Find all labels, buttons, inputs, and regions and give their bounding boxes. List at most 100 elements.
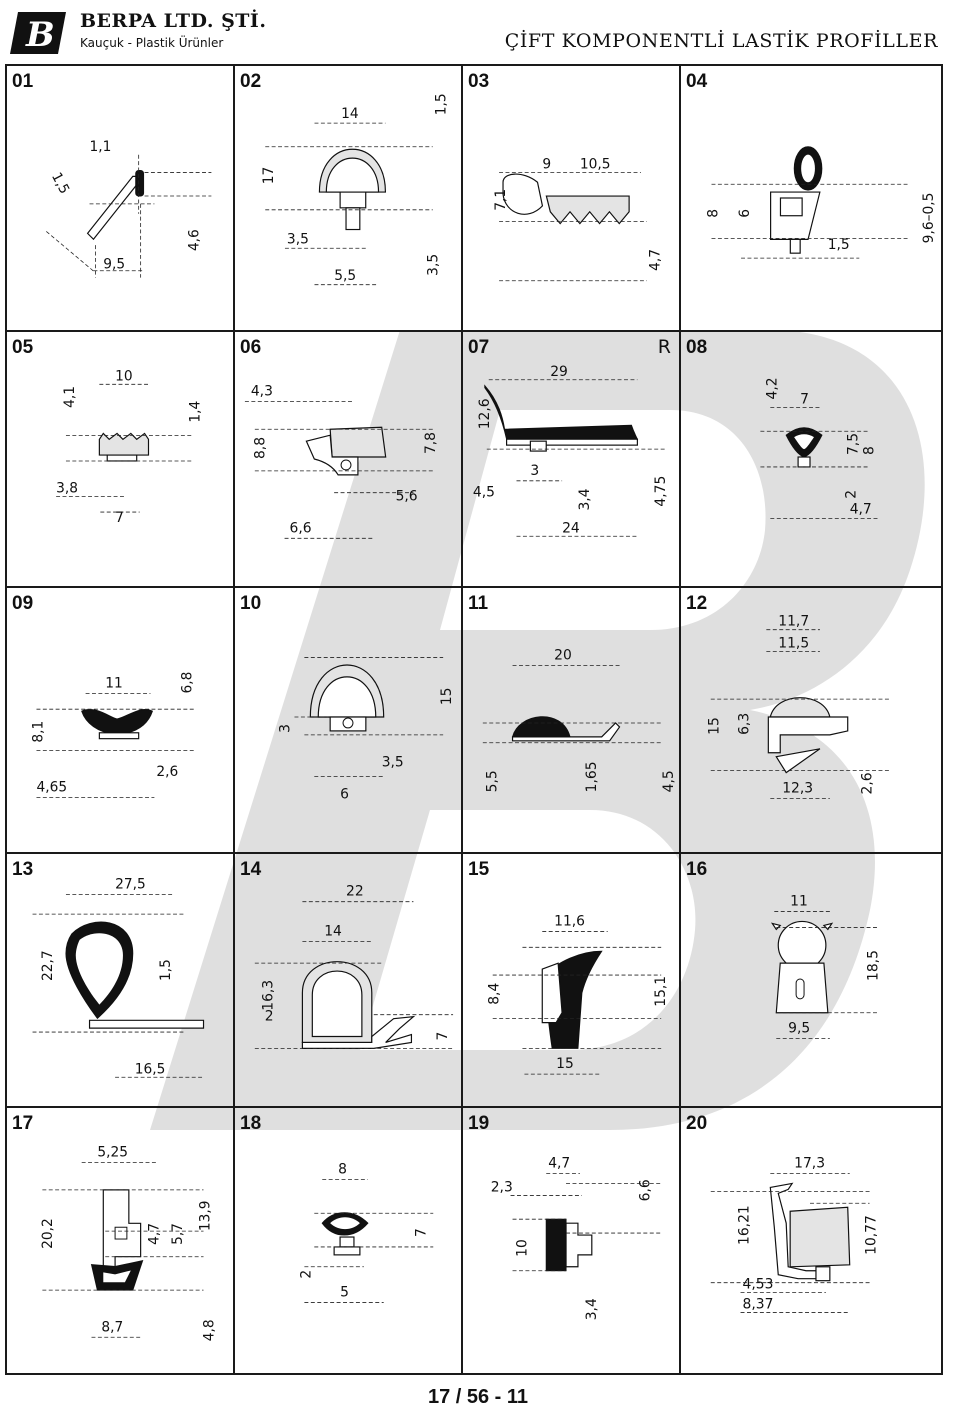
r-mark: R xyxy=(657,336,671,358)
profile-number: 07 xyxy=(468,337,490,358)
svg-text:16,21: 16,21 xyxy=(736,1205,752,1245)
svg-text:5,25: 5,25 xyxy=(97,1144,128,1160)
svg-text:13,9: 13,9 xyxy=(197,1201,213,1232)
profile-cell-04: 04 8 6 1,5 9,6–0,5 xyxy=(681,64,943,332)
svg-text:4,7: 4,7 xyxy=(548,1156,570,1172)
profile-cell-12: 12 11,7 11,5 15 6,3 12,3 2,6 xyxy=(681,588,943,854)
svg-text:10,77: 10,77 xyxy=(864,1215,880,1255)
profile-drawing: 11 6,8 8,1 2,6 4,65 xyxy=(30,672,196,799)
svg-text:4,5: 4,5 xyxy=(661,770,677,792)
svg-text:3: 3 xyxy=(278,724,294,733)
svg-text:5,5: 5,5 xyxy=(485,770,501,792)
profile-number: 08 xyxy=(686,337,708,358)
svg-text:22,7: 22,7 xyxy=(40,950,56,981)
svg-text:10,5: 10,5 xyxy=(580,156,611,172)
svg-text:11,7: 11,7 xyxy=(778,614,809,630)
svg-text:11,6: 11,6 xyxy=(554,914,585,930)
svg-text:8,4: 8,4 xyxy=(487,983,503,1005)
svg-text:10: 10 xyxy=(514,1239,530,1257)
svg-text:14: 14 xyxy=(341,106,359,122)
svg-text:5,6: 5,6 xyxy=(396,489,418,505)
profile-drawing: 11 18,5 9,5 xyxy=(770,894,881,1039)
svg-text:27,5: 27,5 xyxy=(115,877,146,893)
svg-text:2,3: 2,3 xyxy=(491,1179,513,1195)
page-header: B BERPA LTD. ŞTİ. Kauçuk - Plastik Ürünl… xyxy=(0,0,956,62)
profile-number: 15 xyxy=(468,859,490,880)
profile-drawing: 8 6 1,5 9,6–0,5 xyxy=(705,146,937,259)
profile-number: 05 xyxy=(12,337,34,358)
svg-text:12,6: 12,6 xyxy=(477,398,493,429)
svg-text:11: 11 xyxy=(105,676,122,692)
svg-text:4,75: 4,75 xyxy=(653,476,669,507)
svg-text:18,5: 18,5 xyxy=(865,950,881,981)
svg-text:6: 6 xyxy=(737,209,753,218)
profile-drawing: 20 5,5 1,65 4,5 xyxy=(482,648,677,792)
profile-drawing: 4,7 2,3 6,6 10 3,4 xyxy=(491,1156,662,1320)
svg-text:7,1: 7,1 xyxy=(493,189,509,211)
svg-text:10: 10 xyxy=(115,368,133,384)
profile-drawing: 15 3 3,5 6 xyxy=(278,657,455,802)
profile-number: 16 xyxy=(686,859,708,880)
svg-text:5: 5 xyxy=(340,1285,349,1301)
profile-cell-05: 05 10 4,1 1,4 3,8 7 xyxy=(5,332,235,588)
profile-drawing: 14 1,5 17 3,5 3,5 5,5 xyxy=(261,93,450,286)
svg-text:2: 2 xyxy=(844,490,860,499)
profile-cell-09: 09 11 6,8 8,1 2,6 4,65 xyxy=(5,588,235,854)
svg-text:3,8: 3,8 xyxy=(56,480,78,496)
profile-cell-13: 13 27,5 22,7 1,5 16,5 xyxy=(5,854,235,1108)
svg-text:7: 7 xyxy=(413,1228,429,1237)
document-title: ÇİFT KOMPONENTLİ LASTİK PROFİLLER xyxy=(504,30,938,52)
svg-text:16,3: 16,3 xyxy=(261,980,277,1011)
svg-text:3,5: 3,5 xyxy=(287,231,309,247)
profile-number: 18 xyxy=(240,1113,262,1134)
profile-number: 12 xyxy=(686,593,708,614)
svg-text:2,6: 2,6 xyxy=(156,764,178,780)
profile-number: 17 xyxy=(12,1113,34,1134)
svg-text:9: 9 xyxy=(542,156,551,172)
profile-cell-01: 01 1,1 1,5 4,6 9,5 xyxy=(5,64,235,332)
profile-number: 01 xyxy=(12,71,34,92)
profile-drawing: 1,1 1,5 4,6 9,5 xyxy=(46,139,212,278)
profile-number: 02 xyxy=(240,71,262,92)
profile-cell-11: 11 20 5,5 1,65 4,5 xyxy=(463,588,681,854)
svg-text:15: 15 xyxy=(556,1056,574,1072)
profile-number: 14 xyxy=(240,859,262,880)
svg-text:15: 15 xyxy=(707,717,723,735)
svg-text:24: 24 xyxy=(562,520,580,536)
svg-text:17: 17 xyxy=(261,167,277,185)
svg-text:1,4: 1,4 xyxy=(188,401,204,423)
svg-text:5,7: 5,7 xyxy=(170,1223,186,1245)
berpa-logo: B xyxy=(10,12,66,55)
svg-text:6: 6 xyxy=(340,786,349,802)
svg-text:15: 15 xyxy=(439,687,455,705)
profile-grid: 01 1,1 1,5 4,6 9,5 02 14 1,5 17 xyxy=(5,64,943,1375)
profile-drawing: 11,7 11,5 15 6,3 12,3 2,6 xyxy=(707,614,890,799)
svg-text:4,1: 4,1 xyxy=(62,386,78,408)
profile-cell-10: 10 15 3 3,5 6 xyxy=(235,588,463,854)
profile-cell-17: 17 5,25 20,2 4,7 5,7 13,9 8,7 4,8 xyxy=(5,1108,235,1375)
svg-text:5,5: 5,5 xyxy=(334,268,356,284)
svg-text:20: 20 xyxy=(554,648,572,664)
profile-cell-06: 06 4,3 8,8 7,8 5,6 6,6 xyxy=(235,332,463,588)
svg-text:3,5: 3,5 xyxy=(382,755,404,771)
page-number: 17 / 56 - 11 xyxy=(427,1386,529,1408)
svg-text:11,5: 11,5 xyxy=(778,636,809,652)
svg-text:4,53: 4,53 xyxy=(743,1277,774,1293)
svg-text:B: B xyxy=(25,15,55,55)
profile-drawing: 9 10,5 7,1 4,7 xyxy=(493,156,664,282)
svg-text:6,3: 6,3 xyxy=(736,713,752,735)
profile-drawing: 5,25 20,2 4,7 5,7 13,9 8,7 4,8 xyxy=(40,1144,217,1341)
profile-cell-07: 07 R 29 12,6 3 4,5 3,4 4,75 24 xyxy=(463,332,681,588)
svg-text:3,5: 3,5 xyxy=(426,254,442,276)
profile-cell-19: 19 4,7 2,3 6,6 10 3,4 xyxy=(463,1108,681,1375)
profile-cell-02: 02 14 1,5 17 3,5 3,5 5,5 xyxy=(235,64,463,332)
profile-cell-16: 16 11 18,5 9,5 xyxy=(681,854,943,1108)
profile-number: 11 xyxy=(468,593,489,614)
svg-text:15,1: 15,1 xyxy=(653,976,669,1007)
profile-drawing: 22 14 16,3 2 7 xyxy=(254,884,454,1049)
profile-number: 19 xyxy=(468,1113,490,1134)
svg-text:8: 8 xyxy=(705,209,721,218)
svg-text:2: 2 xyxy=(298,1270,314,1279)
profile-number: 20 xyxy=(686,1113,708,1134)
profile-cell-15: 15 11,6 8,4 15,1 15 xyxy=(463,854,681,1108)
